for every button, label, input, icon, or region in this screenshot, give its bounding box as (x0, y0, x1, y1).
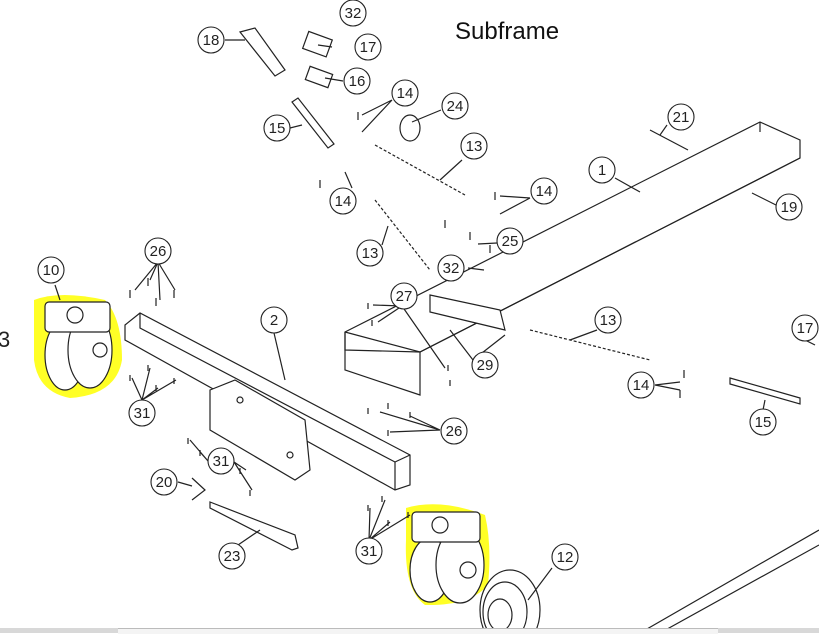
callout-26-right: 26 (440, 417, 468, 445)
svg-text:13: 13 (466, 138, 483, 155)
callout-14-left: 14 (329, 187, 357, 215)
svg-text:2: 2 (270, 312, 278, 329)
callout-13-left: 13 (356, 239, 384, 267)
rail-bottom-right (639, 529, 819, 633)
chain-left (374, 199, 431, 271)
callout-20: 20 (150, 468, 178, 496)
callout-31-bottom: 31 (355, 537, 383, 565)
svg-text:1: 1 (598, 162, 606, 179)
svg-text:31: 31 (361, 543, 378, 560)
callout-10: 10 (37, 256, 65, 284)
plate-part-17 (301, 30, 334, 58)
svg-text:25: 25 (502, 233, 519, 250)
svg-text:10: 10 (43, 262, 60, 279)
callout-17-right: 17 (791, 314, 819, 342)
callout-2: 2 (260, 306, 288, 334)
svg-text:26: 26 (446, 423, 463, 440)
bottom-scroll-strip[interactable] (0, 628, 819, 634)
svg-text:14: 14 (335, 193, 352, 210)
pin-part-20 (191, 477, 206, 501)
svg-text:14: 14 (536, 183, 553, 200)
callout-16: 16 (343, 67, 371, 95)
plate-part-16 (304, 65, 334, 89)
callout-24: 24 (441, 92, 469, 120)
callout-15-top: 15 (263, 114, 291, 142)
svg-text:13: 13 (600, 312, 617, 329)
callout-26-left: 26 (144, 237, 172, 265)
bar-part-23 (209, 501, 299, 551)
strap-part-18 (238, 27, 286, 77)
svg-text:29: 29 (477, 357, 494, 374)
svg-text:23: 23 (224, 548, 241, 565)
callout-bubbles: 32 18 17 16 14 24 15 13 21 1 14 14 19 25… (37, 0, 819, 571)
callout-31-left: 31 (128, 399, 156, 427)
callout-12: 12 (551, 543, 579, 571)
caster-part-10 (44, 301, 113, 391)
cropped-callout-fragment: 3 (0, 327, 11, 352)
main-beam-part-1 (344, 121, 801, 396)
svg-text:32: 32 (443, 260, 460, 277)
svg-text:32: 32 (345, 5, 362, 22)
svg-text:17: 17 (797, 320, 814, 337)
svg-text:27: 27 (396, 288, 413, 305)
svg-text:21: 21 (673, 109, 690, 126)
callout-14-bottom: 14 (627, 371, 655, 399)
svg-text:16: 16 (349, 73, 366, 90)
callout-1: 1 (588, 156, 616, 184)
cross-frame-part-2 (124, 312, 411, 491)
pin-part-21 (649, 129, 689, 151)
callout-29: 29 (471, 351, 499, 379)
svg-text:13: 13 (362, 245, 379, 262)
callout-32-top: 32 (339, 0, 367, 27)
callout-31-mid: 31 (207, 447, 235, 475)
callout-25: 25 (496, 227, 524, 255)
callout-19: 19 (775, 193, 803, 221)
callout-27: 27 (390, 282, 418, 310)
hardware-bolts (129, 112, 685, 526)
svg-text:17: 17 (360, 39, 377, 56)
svg-text:18: 18 (203, 32, 220, 49)
svg-text:31: 31 (134, 405, 151, 422)
chain-upper (374, 144, 466, 196)
caster-bottom (409, 511, 485, 604)
svg-text:12: 12 (557, 549, 574, 566)
callout-13-right: 13 (594, 306, 622, 334)
chain-right (529, 329, 651, 361)
svg-text:31: 31 (213, 453, 230, 470)
diagram-title: Subframe (455, 18, 560, 45)
callout-14-right: 14 (530, 177, 558, 205)
callout-23: 23 (218, 542, 246, 570)
callout-32-mid: 32 (437, 254, 465, 282)
callout-18: 18 (197, 26, 225, 54)
callout-21: 21 (667, 103, 695, 131)
callout-14-top: 14 (391, 79, 419, 107)
callout-13-top: 13 (460, 132, 488, 160)
wheel-part-12 (479, 569, 541, 633)
svg-text:26: 26 (150, 243, 167, 260)
turnbuckle-upper (291, 97, 335, 149)
svg-text:14: 14 (633, 377, 650, 394)
svg-text:19: 19 (781, 199, 798, 216)
callout-17-top: 17 (354, 33, 382, 61)
svg-text:24: 24 (447, 98, 464, 115)
callout-15-right: 15 (749, 408, 777, 436)
pulley-part-24 (399, 114, 421, 142)
svg-text:20: 20 (156, 474, 173, 491)
bottom-scroll-thumb[interactable] (118, 628, 718, 634)
svg-text:15: 15 (269, 120, 286, 137)
svg-text:15: 15 (755, 414, 772, 431)
svg-text:14: 14 (397, 85, 414, 102)
turnbuckle-right (729, 377, 801, 405)
